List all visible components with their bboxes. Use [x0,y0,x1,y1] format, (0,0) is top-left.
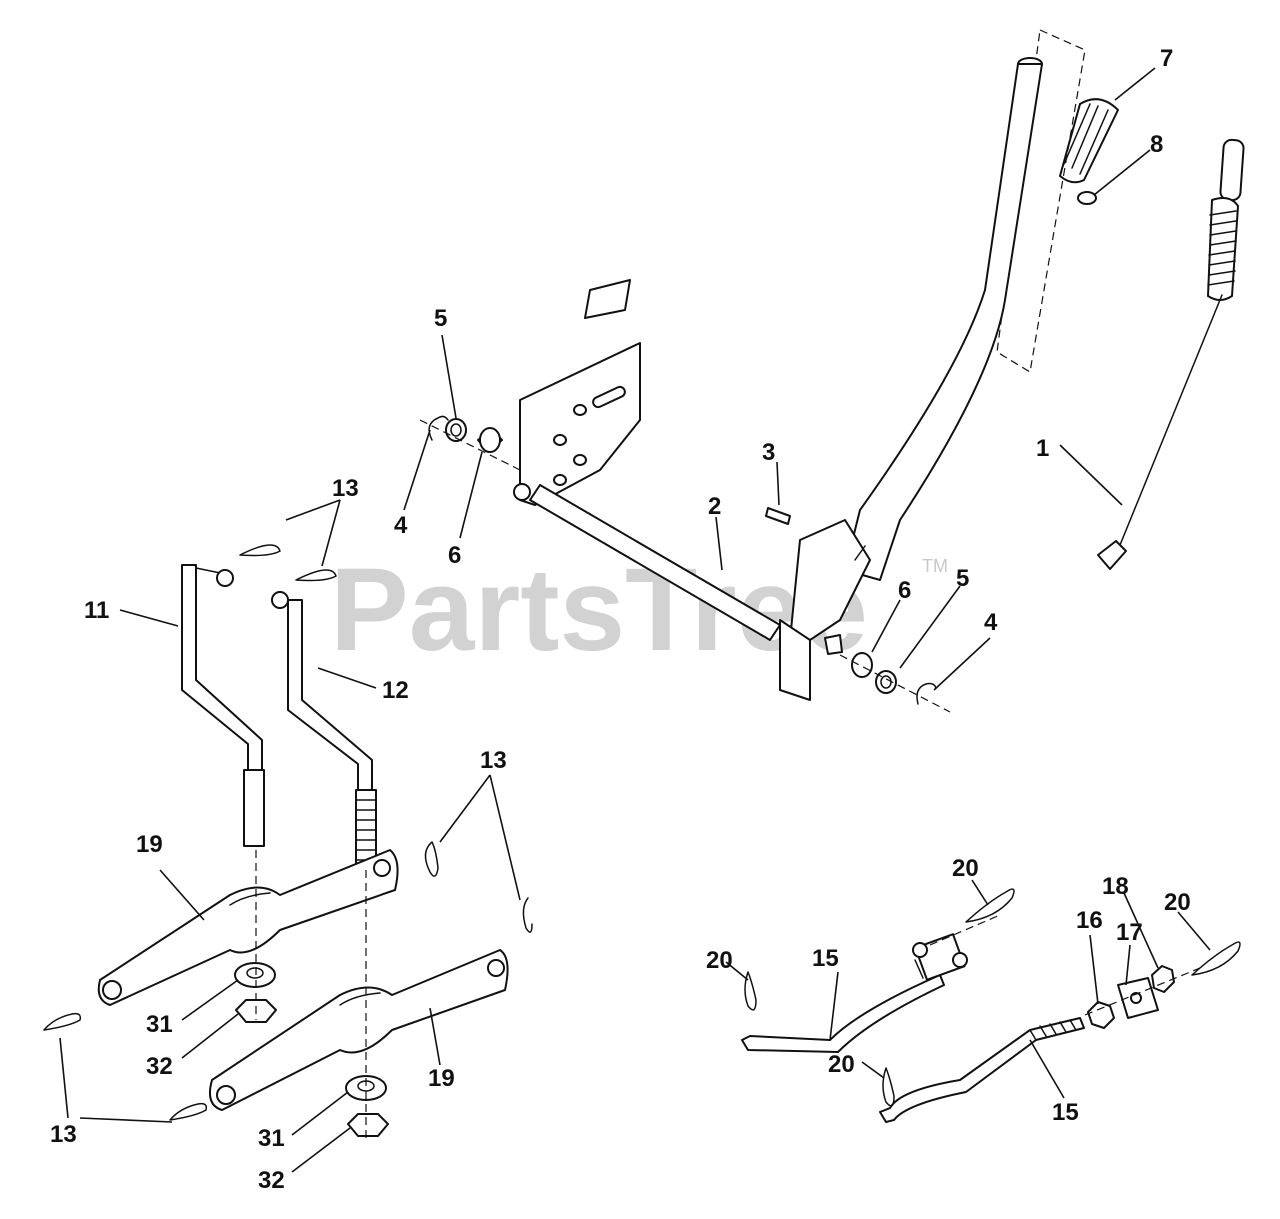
part-6-bushing-left [477,427,503,453]
part-16-nut [1087,1001,1115,1029]
callout-20-right: 20 [1164,889,1191,916]
callout-labels: 1 2 3 4 4 5 5 6 6 7 8 11 12 13 13 13 15 … [50,45,1191,1194]
part-17-trunnion [1117,977,1159,1019]
part-15-adjust-rod-upper [741,933,968,1053]
callout-6-left: 6 [448,542,461,569]
part-4-clip-right [916,682,937,705]
callout-5-right: 5 [956,565,969,592]
watermark-trademark: TM [922,556,948,576]
part-12-lift-link [271,591,377,871]
part-3-key [765,507,791,525]
part-31-spacer-upper [234,962,276,988]
callout-13-top: 13 [332,475,359,502]
part-8-washer [1077,191,1097,205]
callout-1: 1 [1036,435,1049,462]
callout-11: 11 [84,597,109,624]
callout-17: 17 [1116,919,1143,946]
watermark-text: PartsTree [330,544,868,676]
lift-handle [779,57,1043,701]
callout-20-left: 20 [706,947,733,974]
callout-13-middle: 13 [480,747,507,774]
leader-lines [59,67,1211,1173]
part-5-washer-left [445,418,467,442]
callout-31-lower: 31 [258,1125,285,1152]
callout-20-top: 20 [952,855,979,882]
part-7-grip [1059,98,1119,184]
part-1-lift-cable [1097,138,1245,570]
part-6-bushing-right [851,652,873,678]
part-19-lift-arm-upper [97,849,399,1006]
part-15-adjust-rod-lower [879,1017,1085,1123]
callout-19-lower: 19 [428,1065,455,1092]
part-19-lift-arm-lower [209,949,509,1111]
callout-19-upper: 19 [136,831,163,858]
callout-3: 3 [762,439,775,466]
part-18-nut [1151,965,1175,993]
callout-8: 8 [1150,131,1163,158]
callout-20-bottom: 20 [828,1051,855,1078]
watermark: PartsTree TM [330,544,948,676]
mounting-plate [519,279,641,506]
callout-32-upper: 32 [146,1053,173,1080]
callout-15-upper: 15 [812,945,839,972]
callout-12: 12 [382,677,409,704]
axis-line-right [839,654,951,713]
part-4-clip-left [428,415,449,441]
part-32-nut-lower [347,1113,389,1137]
callout-18: 18 [1102,873,1129,900]
callout-4-right: 4 [984,609,998,636]
callout-13-bottom: 13 [50,1121,77,1148]
part-11-lift-link [181,564,265,847]
callout-5-left: 5 [434,305,447,332]
assembly-line-lower-clip [1084,967,1201,1016]
part-31-spacer-lower [345,1075,387,1101]
part-13-hairpin-clips [43,544,533,1121]
callout-2: 2 [708,493,721,520]
callout-4-left: 4 [394,512,408,539]
callout-15-lower: 15 [1052,1099,1079,1126]
part-2-cross-shaft [513,483,843,655]
callout-7: 7 [1160,45,1173,72]
callout-16: 16 [1076,907,1103,934]
axis-line-left [419,419,521,471]
callout-6-right: 6 [898,577,911,604]
callout-32-lower: 32 [258,1167,285,1194]
callout-31-upper: 31 [146,1011,173,1038]
